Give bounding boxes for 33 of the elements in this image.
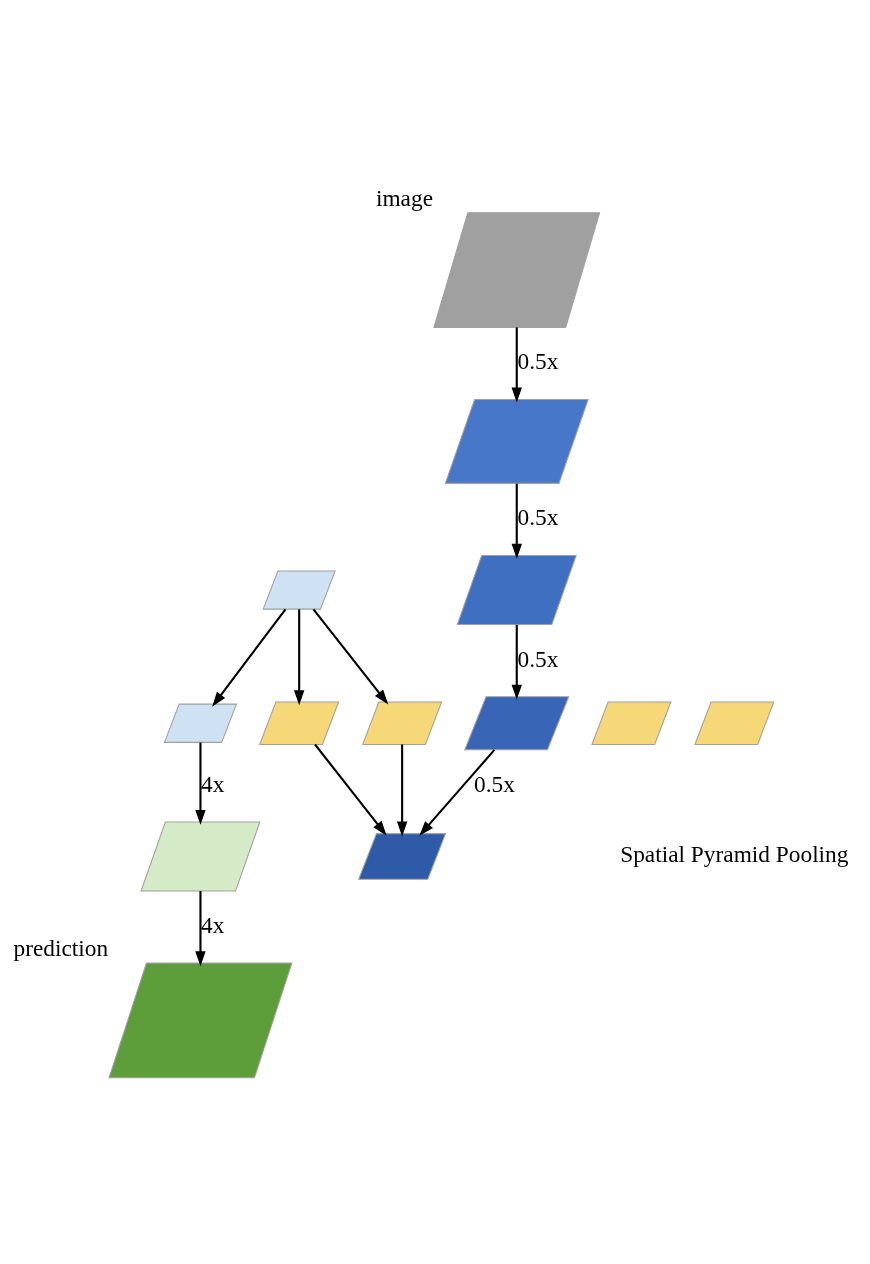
edge-label: 0.5x bbox=[517, 645, 559, 672]
node-parallelogram bbox=[357, 832, 447, 880]
arrow bbox=[419, 748, 496, 836]
arrow bbox=[511, 624, 522, 700]
edge-label: 0.5x bbox=[474, 770, 515, 797]
node-parallelogram bbox=[433, 211, 601, 328]
edge-label: 4x bbox=[200, 770, 225, 797]
node-parallelogram bbox=[361, 701, 443, 745]
node-parallelogram bbox=[456, 554, 577, 625]
arrow bbox=[195, 742, 206, 825]
arrow bbox=[511, 326, 522, 402]
arrow bbox=[212, 608, 287, 707]
arrow bbox=[511, 483, 522, 559]
node-parallelogram bbox=[140, 820, 261, 891]
arrow bbox=[396, 744, 408, 836]
node-label: image bbox=[375, 184, 434, 211]
arrow bbox=[314, 743, 387, 836]
node-parallelogram bbox=[163, 703, 238, 743]
node-parallelogram bbox=[262, 569, 336, 610]
edge-label: 0.5x bbox=[517, 347, 559, 374]
node-parallelogram bbox=[108, 962, 293, 1078]
node-parallelogram bbox=[694, 701, 775, 745]
edge-label: 4x bbox=[200, 911, 225, 938]
node-parallelogram bbox=[444, 398, 589, 484]
edge-label: 0.5x bbox=[517, 503, 559, 530]
label: Spatial Pyramid Pooling bbox=[620, 840, 849, 867]
node-label: prediction bbox=[13, 934, 109, 961]
arrow bbox=[195, 890, 206, 966]
node-parallelogram bbox=[591, 701, 672, 745]
arrow bbox=[312, 608, 389, 704]
node-parallelogram bbox=[464, 695, 570, 750]
arrow bbox=[293, 608, 305, 705]
node-parallelogram bbox=[258, 701, 340, 745]
